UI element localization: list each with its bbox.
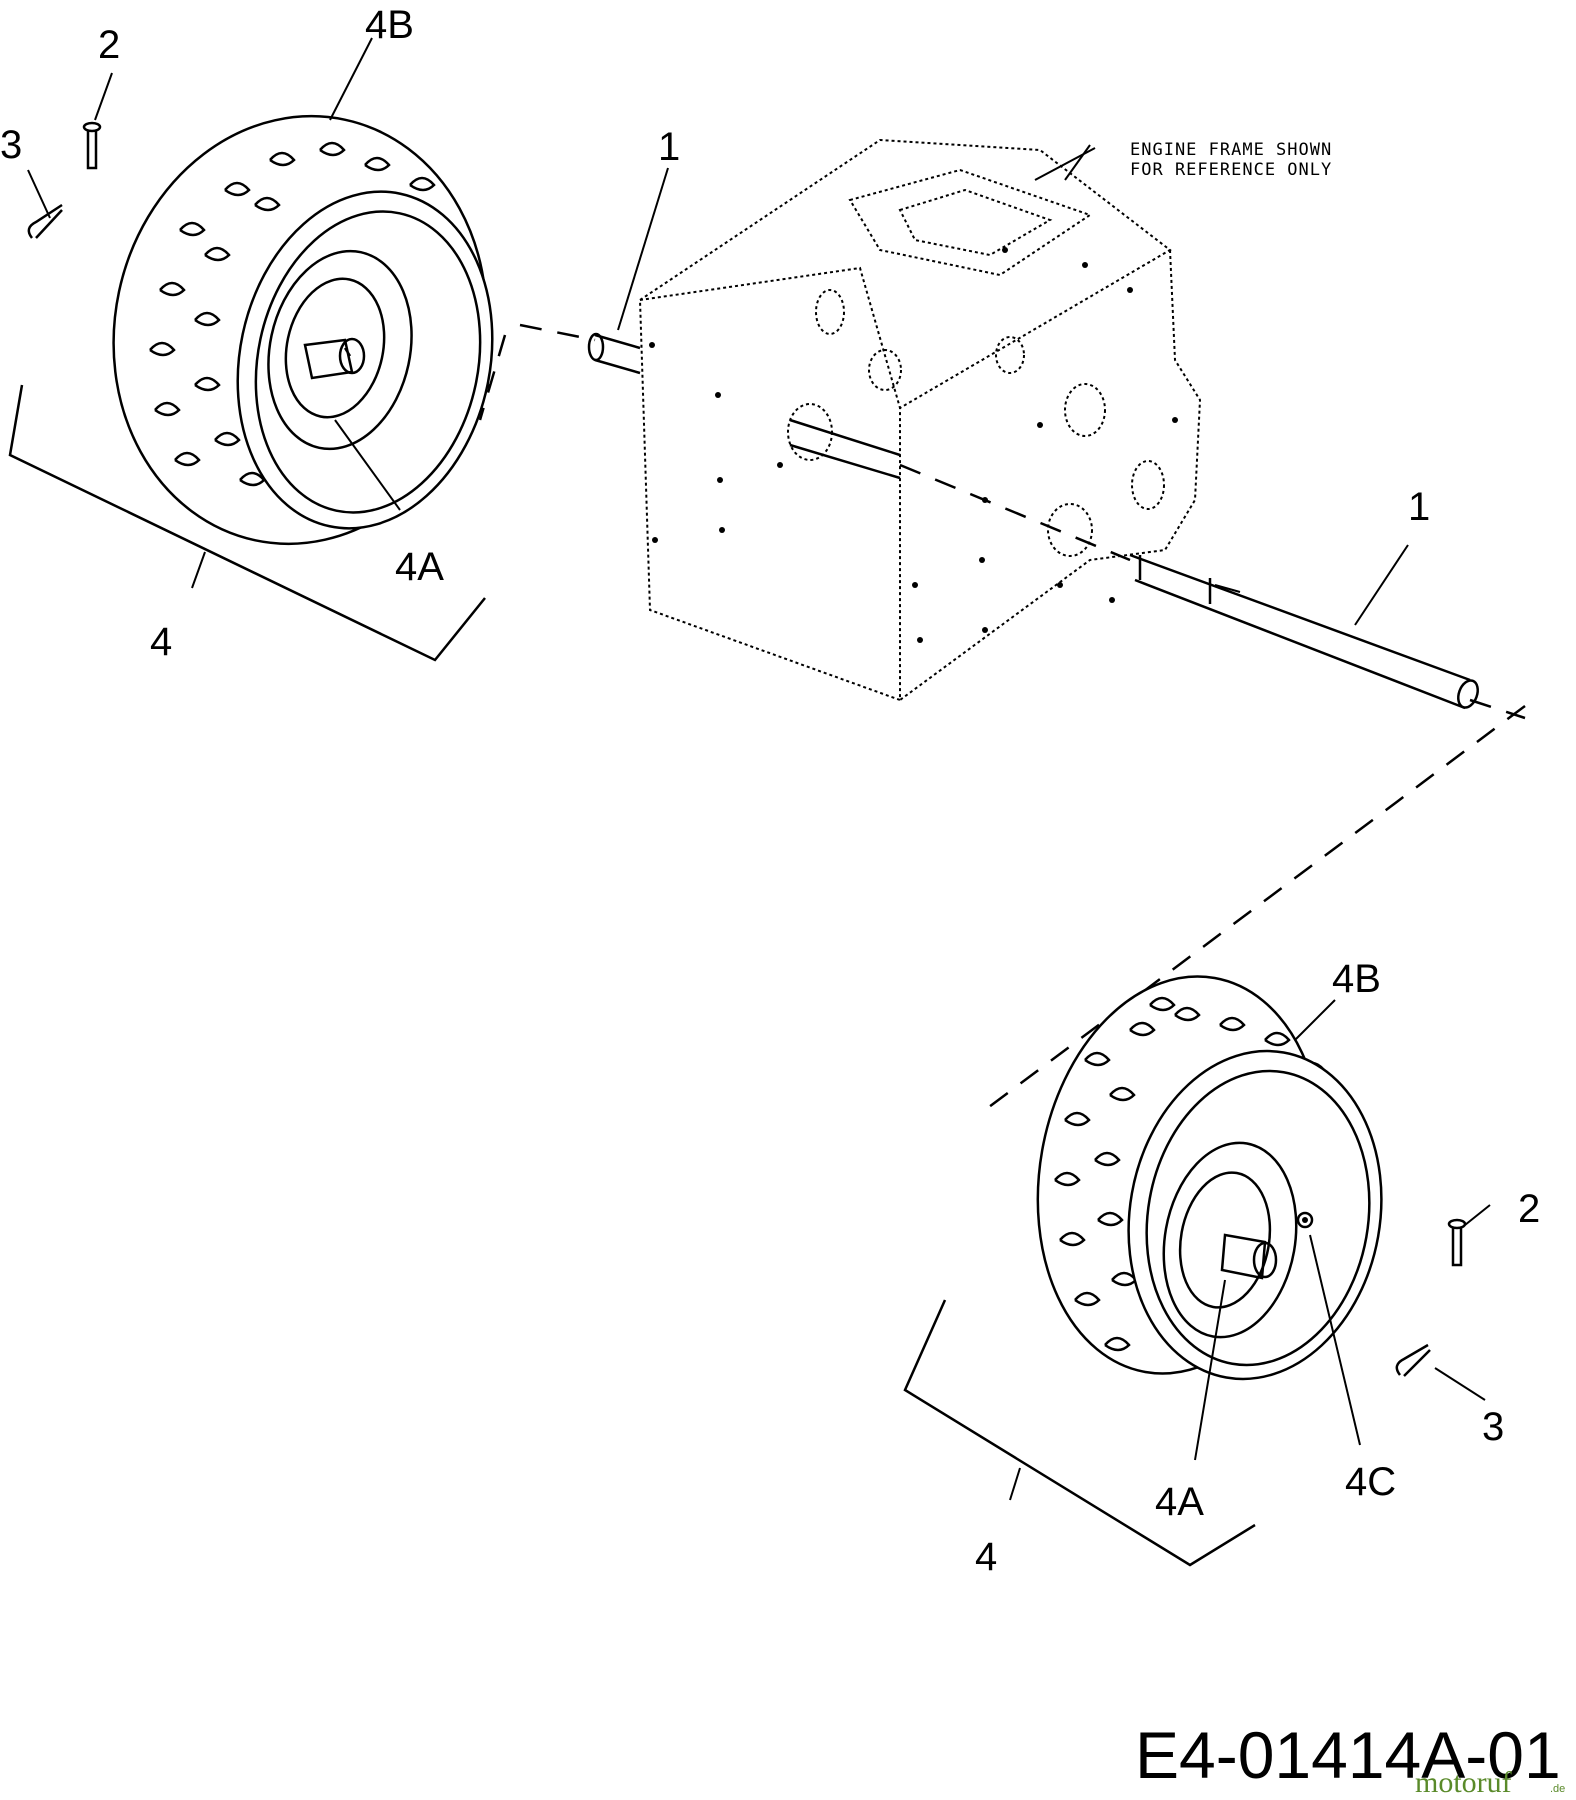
callout-pin-right: 2 <box>1518 1187 1540 1231</box>
tire-tread-right <box>1054 996 1326 1352</box>
frame-bolt-holes <box>649 247 1178 643</box>
callout-wheel-assembly-left: 4 <box>150 620 172 664</box>
callout-tire-left: 4B <box>365 3 414 47</box>
wheel-assembly-bracket-left <box>8 384 486 662</box>
callout-clip-left: 3 <box>0 123 22 167</box>
reference-note: ENGINE FRAME SHOWN FOR REFERENCE ONLY <box>1130 140 1332 180</box>
leader-lines <box>27 37 1491 1461</box>
watermark-suffix: .de <box>1550 1783 1565 1795</box>
callout-valve-right: 4C <box>1345 1460 1396 1504</box>
assembly-centerlines <box>444 323 1526 1112</box>
callout-pin-left: 2 <box>98 23 120 67</box>
callout-rim-right: 4A <box>1155 1480 1204 1524</box>
clevis-pin-right <box>1447 1218 1467 1267</box>
callout-rim-left: 4A <box>395 545 444 589</box>
watermark: motoruf .de <box>1415 1766 1565 1799</box>
axle-left <box>587 332 641 375</box>
document-number: E4-01414A-01 <box>1135 1718 1561 1792</box>
tire-tread-left <box>149 141 436 487</box>
callout-axle-left: 1 <box>658 125 680 169</box>
wheel-right <box>1036 975 1383 1381</box>
clevis-pin-left <box>82 121 102 170</box>
wheel-assembly-bracket-right <box>903 1299 1256 1567</box>
hair-pin-clip-right <box>1395 1343 1431 1377</box>
callout-tire-right: 4B <box>1332 957 1381 1001</box>
callout-labels: 2 3 4B 4A 4 1 1 4B 2 3 4C 4A 4 <box>0 3 1540 1579</box>
note-line-1: ENGINE FRAME SHOWN <box>1130 140 1332 160</box>
watermark-brand: motoruf <box>1415 1766 1512 1799</box>
axle-right <box>789 418 1479 710</box>
callout-clip-right: 3 <box>1482 1405 1504 1449</box>
callout-wheel-assembly-right: 4 <box>975 1535 997 1579</box>
engine-frame <box>638 138 1202 702</box>
wheel-left <box>112 114 494 546</box>
hair-pin-clip-left <box>27 203 63 239</box>
callout-axle-right: 1 <box>1408 485 1430 529</box>
note-line-2: FOR REFERENCE ONLY <box>1130 160 1332 180</box>
